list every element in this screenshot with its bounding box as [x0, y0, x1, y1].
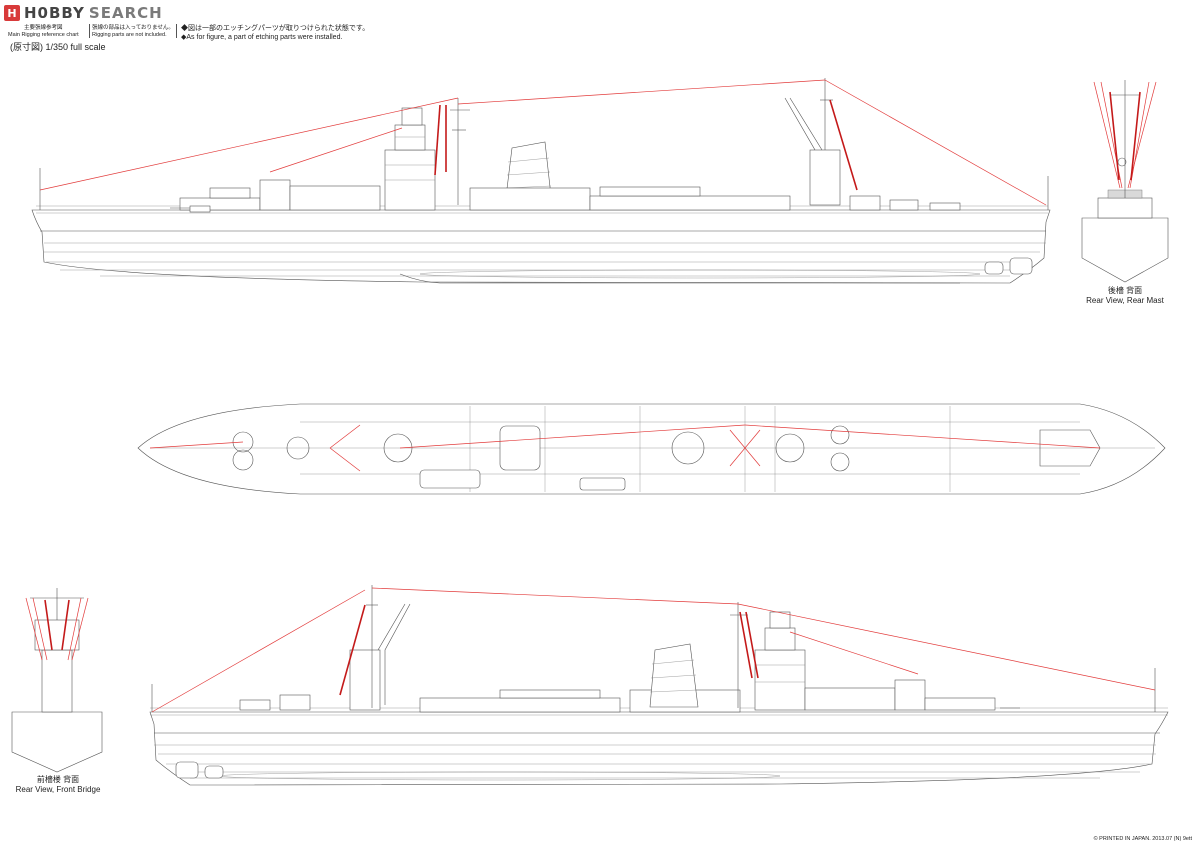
scale-label: (原寸図) 1/350 full scale: [10, 40, 106, 53]
rear-mast-rear-view: [1081, 80, 1169, 283]
rear-mast-caption-jp: 後檣 背面: [1107, 286, 1143, 295]
rigging-notice-en: Rigging parts are not included.: [92, 32, 167, 38]
logo-text-search: SEARCH: [88, 4, 163, 22]
rear-mast-caption: 後檣 背面 Rear View, Rear Mast: [1085, 286, 1165, 306]
front-bridge-caption: 前檣楼 背面 Rear View, Front Bridge: [10, 775, 106, 795]
scale-label-jp: (原寸図): [10, 42, 43, 52]
logo-text-hobby: H0BBY: [24, 4, 85, 22]
logo-mark-icon: H: [4, 5, 20, 21]
header-divider-2: [176, 24, 177, 38]
etching-note-jp: ◆図は一部のエッチングパーツが取りつけられた状態です。: [181, 25, 370, 32]
front-bridge-rear-view: [11, 588, 103, 773]
front-bridge-caption-jp: 前檣楼 背面: [36, 775, 80, 784]
header-divider: [89, 24, 90, 38]
scale-label-en: 1/350 full scale: [45, 42, 106, 52]
chart-title-en: Main Rigging reference chart: [8, 32, 79, 38]
rear-mast-caption-en: Rear View, Rear Mast: [1086, 296, 1164, 305]
front-bridge-caption-en: Rear View, Front Bridge: [15, 785, 101, 794]
hobby-search-logo: H H0BBY SEARCH: [4, 4, 163, 22]
chart-title-jp: 主要張線参考図: [24, 25, 63, 31]
etching-note-en: ◆As for figure, a part of etching parts …: [181, 34, 343, 41]
deck-plan-view: [137, 403, 1166, 495]
port-profile-view: [149, 585, 1169, 786]
printed-notice: © PRINTED IN JAPAN. 2013.07 (N) 9ett: [1093, 836, 1192, 842]
rigging-chart-label: 主要張線参考図 Main Rigging reference chart: [8, 25, 79, 39]
starboard-profile-view: [31, 78, 1051, 284]
etching-note: ◆図は一部のエッチングパーツが取りつけられた状態です。 ◆As for figu…: [181, 24, 369, 42]
rigging-notice-jp: 張線の部品は入っておりません。: [92, 25, 174, 31]
rigging-notice: 張線の部品は入っておりません。 Rigging parts are not in…: [92, 25, 174, 39]
